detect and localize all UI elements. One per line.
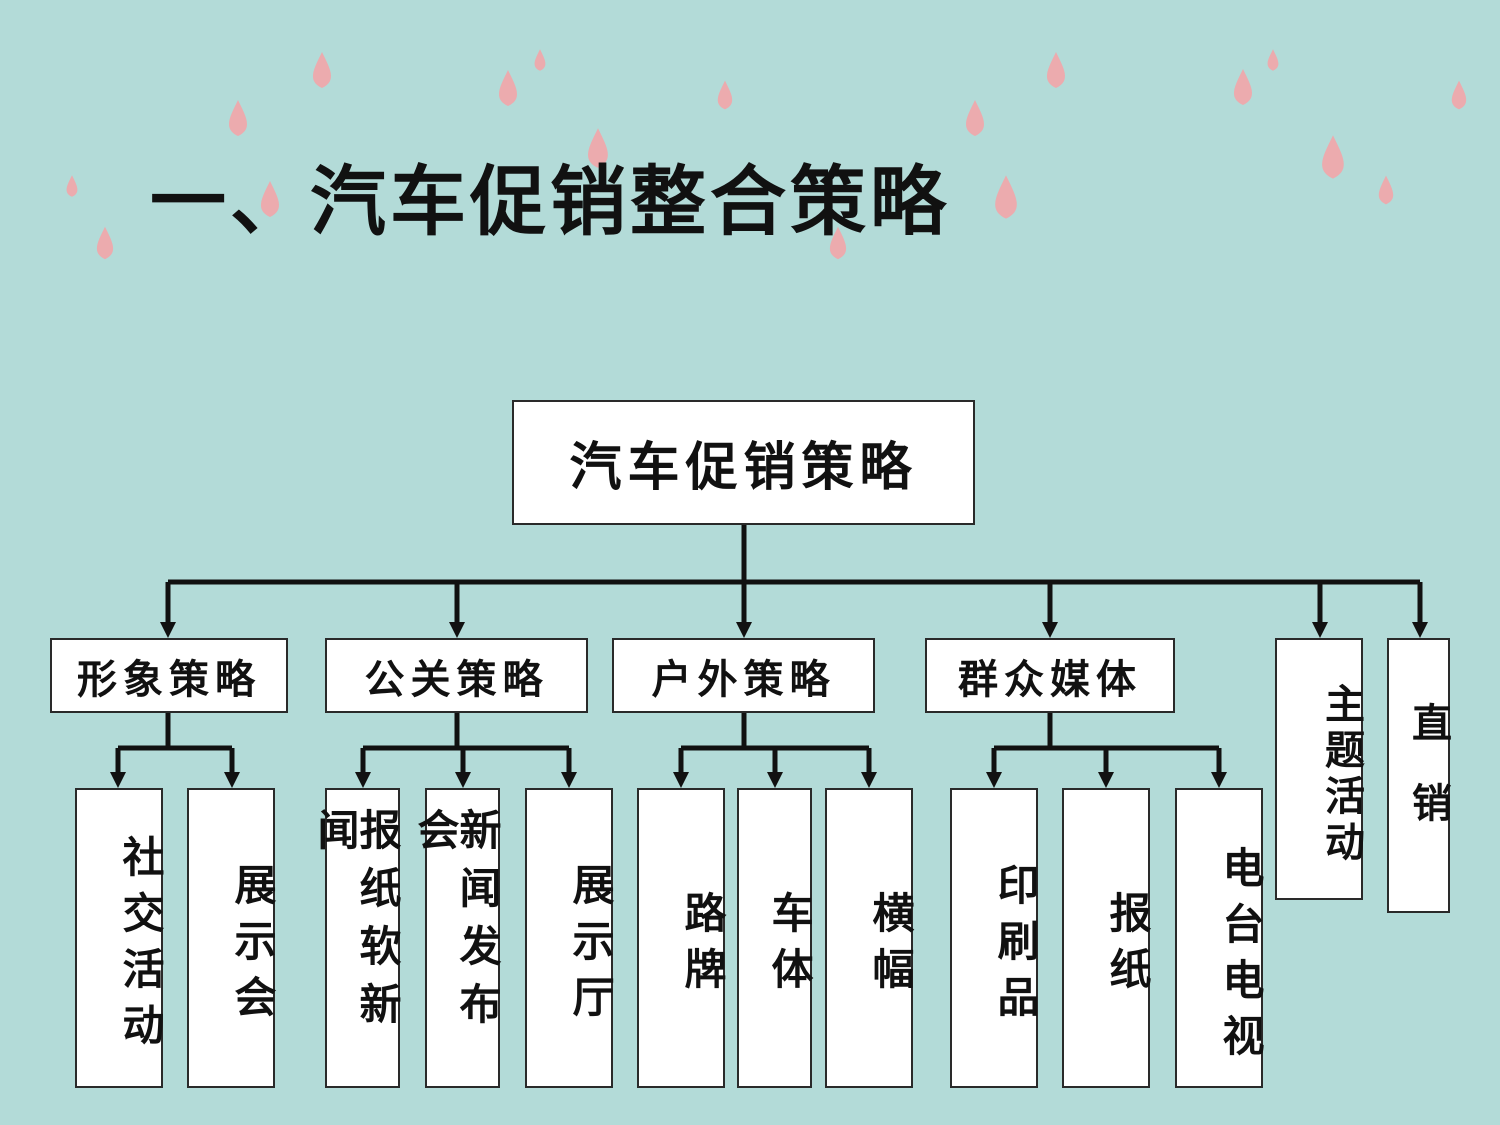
arrowhead-15 [1098,772,1114,788]
arrowhead-14 [986,772,1002,788]
raindrop-6 [1046,52,1066,88]
raindrop-5 [588,128,608,168]
raindrop-17 [66,175,78,197]
raindrop-0 [312,52,332,88]
arrowhead-10 [561,772,577,788]
slide-title: 一、汽车促销整合策略 [150,157,950,246]
leaf-newspaper-soft-news: 报纸软新闻 [311,788,402,1088]
raindrop-1 [228,100,248,136]
raindrop-16 [96,226,114,260]
raindrop-14 [829,226,847,260]
category-direct-sales: 直销 [1387,638,1452,913]
leaf-press-conference: 新闻发布会 [411,788,502,1088]
category-image-strategy: 形象策略 [50,638,288,713]
arrowhead-11 [673,772,689,788]
arrowhead-7 [224,772,240,788]
arrowhead-13 [861,772,877,788]
raindrop-3 [534,49,546,71]
arrowhead-0 [160,622,176,638]
leaf-printed-matter: 印刷品 [950,788,1040,1088]
arrowhead-4 [1312,622,1328,638]
leaf-vehicle-body: 车体 [737,788,814,1088]
leaf-showroom: 展示厅 [525,788,615,1088]
raindrop-7 [1233,69,1253,105]
raindrop-15 [260,181,280,217]
category-theme-events: 主题活动 [1275,638,1365,900]
arrowhead-12 [767,772,783,788]
arrowhead-8 [355,772,371,788]
leaf-exhibition: 展示会 [187,788,277,1088]
leaf-radio-tv: 电台电视 [1175,788,1265,1088]
raindrop-4 [717,80,733,110]
category-outdoor-strategy: 户外策略 [612,638,875,713]
arrowhead-2 [736,622,752,638]
arrowhead-9 [455,772,471,788]
leaf-banner: 横幅 [825,788,915,1088]
raindrop-11 [1322,135,1344,179]
leaf-social-events: 社交活动 [75,788,165,1088]
raindrop-10 [965,100,985,136]
arrowhead-5 [1412,622,1428,638]
arrowhead-16 [1211,772,1227,788]
raindrop-8 [1267,49,1279,71]
raindrop-9 [1451,80,1467,110]
arrowhead-3 [1042,622,1058,638]
raindrop-2 [498,70,518,106]
leaf-newspaper: 报纸 [1062,788,1152,1088]
arrowhead-6 [110,772,126,788]
raindrop-13 [995,175,1017,219]
arrowhead-1 [449,622,465,638]
root-node: 汽车促销策略 [512,400,975,525]
category-mass-media: 群众媒体 [925,638,1175,713]
category-pr-strategy: 公关策略 [325,638,588,713]
leaf-billboard: 路牌 [637,788,727,1088]
raindrop-12 [1378,175,1394,205]
